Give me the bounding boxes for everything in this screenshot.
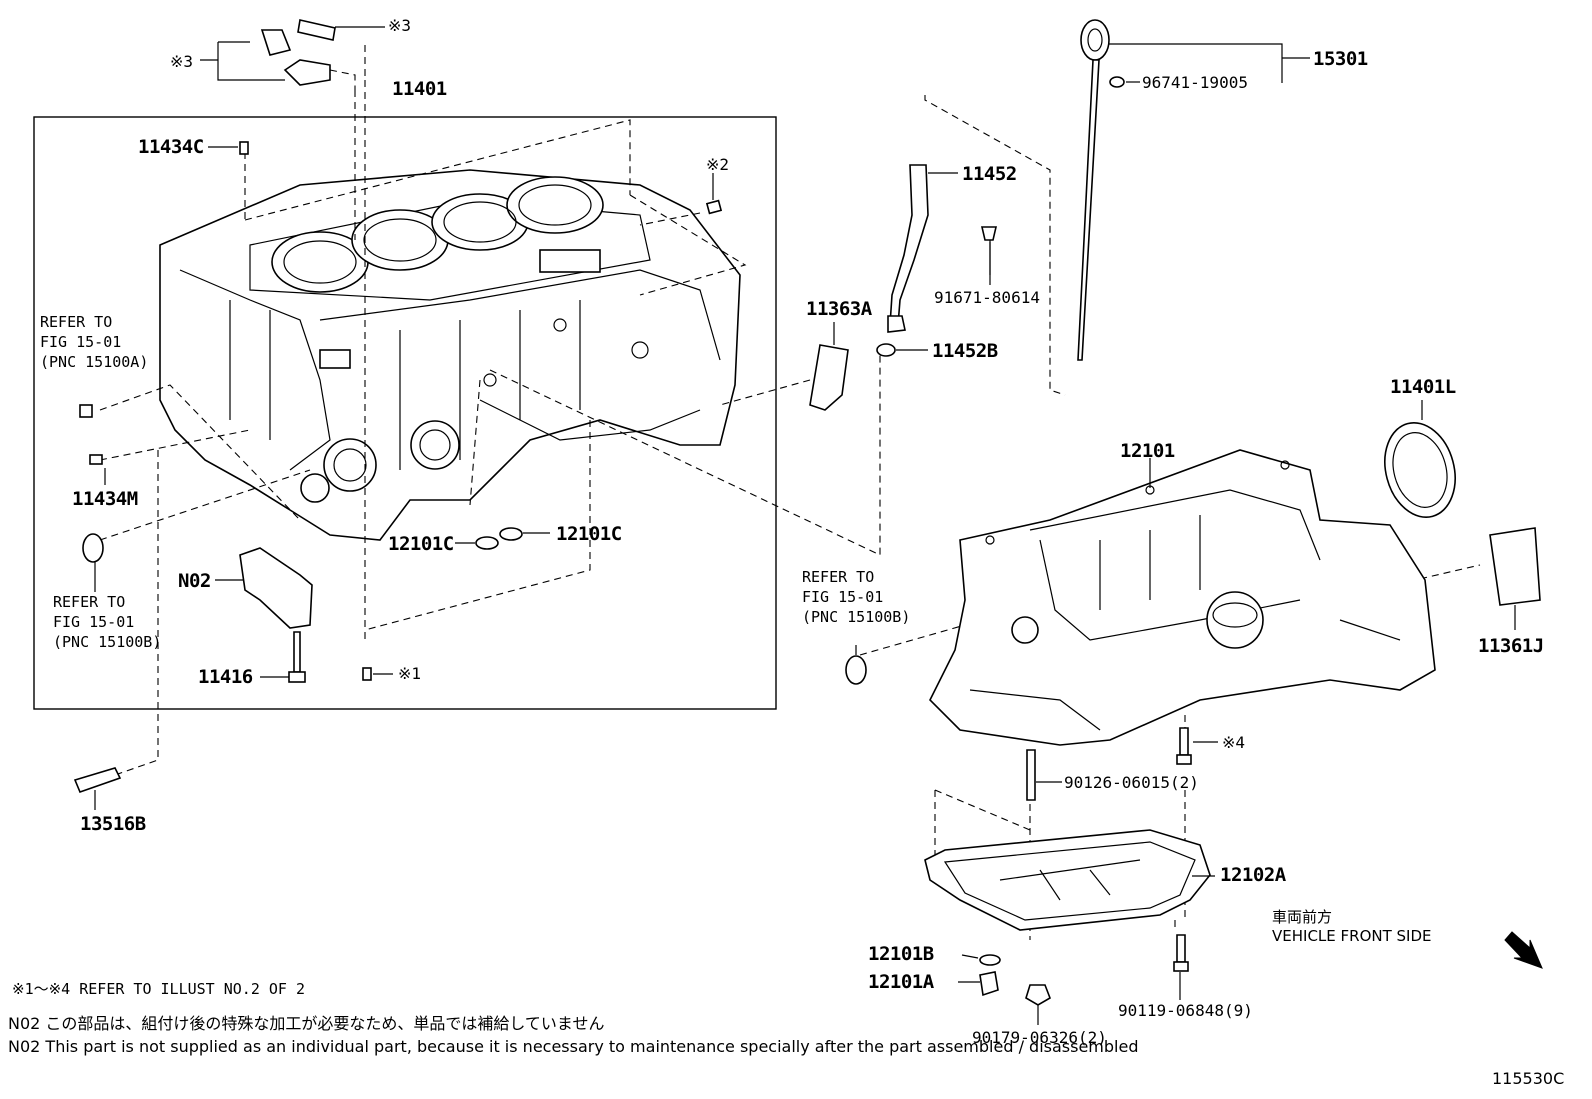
vehicle-front-side-en: VEHICLE FRONT SIDE [1272, 927, 1432, 945]
reference-note-15100b-left: REFER TO FIG 15-01 (PNC 15100B) [53, 592, 161, 652]
part-label-12101c-right: 12101C [556, 523, 622, 545]
part-label-12101a: 12101A [868, 971, 934, 993]
reference-line: (PNC 15100B) [53, 633, 162, 651]
part-label-11434c: 11434C [138, 136, 204, 158]
reference-mark-3-left: ※3 [170, 52, 194, 71]
part-label-12101b: 12101B [868, 943, 934, 965]
reference-line: FIG 15-01 [40, 333, 122, 351]
reference-note-15100a: REFER TO FIG 15-01 (PNC 15100A) [40, 312, 148, 372]
part-label-90126-06015: 90126-06015(2) [1064, 773, 1199, 792]
part-label-11361j: 11361J [1478, 635, 1544, 657]
reference-line: (PNC 15100B) [802, 608, 911, 626]
part-label-90119-06848: 90119-06848(9) [1118, 1001, 1253, 1020]
reference-line: REFER TO [802, 568, 875, 586]
oil-dipstick-drawing [1077, 19, 1125, 361]
oil-pan-upper-drawing [929, 449, 1436, 746]
reference-line: (PNC 15100A) [40, 353, 149, 371]
reference-line: REFER TO [53, 593, 126, 611]
part-label-n02: N02 [178, 570, 211, 592]
stud-bolt-drawing [260, 19, 336, 86]
part-label-12101: 12101 [1120, 440, 1175, 462]
reference-mark-4: ※4 [1222, 733, 1246, 752]
part-label-12102a: 12102A [1220, 864, 1286, 886]
vehicle-front-side-jp: 車両前方 [1272, 908, 1333, 926]
vehicle-front-side-label: 車両前方 VEHICLE FRONT SIDE [1272, 908, 1432, 946]
illustration-id: 115530C [1492, 1069, 1565, 1088]
cylinder-block-drawing [159, 169, 741, 541]
part-label-13516b: 13516B [80, 813, 146, 835]
part-label-12101c-left: 12101C [388, 533, 454, 555]
vehicle-front-arrow [1504, 931, 1543, 969]
reference-line: REFER TO [40, 313, 113, 331]
reference-note-15100b-right: REFER TO FIG 15-01 (PNC 15100B) [802, 567, 910, 627]
part-label-90179-06326: 90179-06326(2) [972, 1028, 1107, 1047]
part-label-11401: 11401 [392, 78, 447, 100]
part-label-15301: 15301 [1313, 48, 1368, 70]
reference-line: FIG 15-01 [802, 588, 884, 606]
cylinder-block-group-frame [33, 116, 777, 710]
part-label-11363a: 11363A [806, 298, 872, 320]
part-label-96741-19005: 96741-19005 [1142, 73, 1248, 92]
reference-mark-1: ※1 [398, 664, 422, 683]
reference-mark-3-top: ※3 [388, 16, 412, 35]
part-label-11452b: 11452B [932, 340, 998, 362]
part-label-11434m: 11434M [72, 488, 138, 510]
reference-mark-2: ※2 [706, 155, 730, 174]
part-label-11452: 11452 [962, 163, 1017, 185]
oil-pan-lower-drawing [924, 829, 1211, 931]
illustration-reference-note: ※1～※4 REFER TO ILLUST NO.2 OF 2 [12, 980, 305, 998]
n02-note-japanese: N02 この部品は、組付け後の特殊な加工が必要なため、単品では補給していません [8, 1014, 605, 1033]
reference-line: FIG 15-01 [53, 613, 135, 631]
part-label-11416: 11416 [198, 666, 253, 688]
n02-note-english: N02 This part is not supplied as an indi… [8, 1037, 1139, 1056]
part-label-91671-80614: 91671-80614 [934, 288, 1040, 307]
part-label-11401l: 11401L [1390, 376, 1456, 398]
